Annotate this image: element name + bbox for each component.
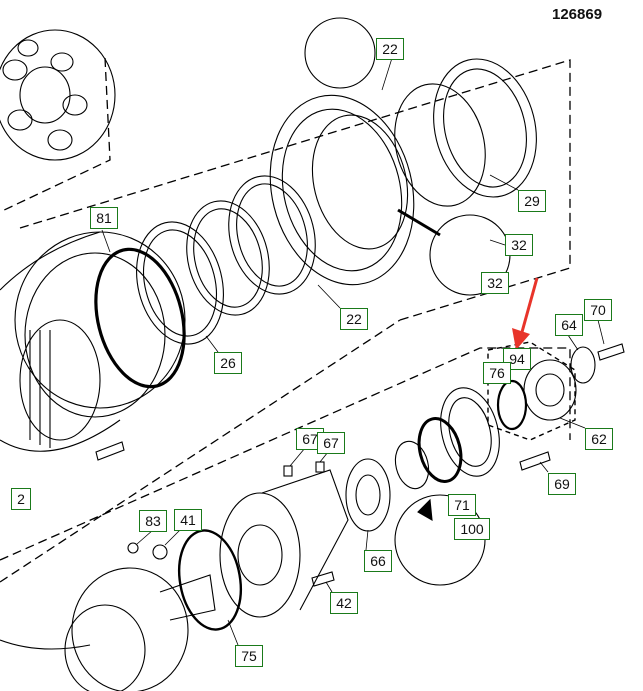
ring-29 [394,58,537,207]
snap-ring-26 [136,221,224,345]
callout-22-top[interactable]: 22 [376,38,404,60]
bolt-detail-inset [304,17,376,89]
callout-32-upper[interactable]: 32 [505,234,533,256]
bearing-group-94 [487,341,576,441]
bolt-42 [311,571,335,587]
o-ring-75 [178,529,242,631]
callout-2[interactable]: 2 [11,488,31,510]
o-ring-large [417,417,463,483]
hub-22 [269,94,415,286]
plug-41 [152,544,168,560]
callout-22-mid[interactable]: 22 [340,308,368,330]
callout-41[interactable]: 41 [174,509,202,531]
callout-29[interactable]: 29 [518,190,546,212]
upper-dashed-frame [0,57,571,583]
callout-71[interactable]: 71 [448,494,476,516]
o-ring-76 [496,379,528,431]
plug-67a [283,465,293,477]
callout-64[interactable]: 64 [555,314,583,336]
washer-64 [570,346,596,384]
output-shaft [0,567,216,691]
callout-69[interactable]: 69 [548,473,576,495]
callout-66[interactable]: 66 [364,550,392,572]
bearing-66 [345,458,391,532]
callout-83[interactable]: 83 [139,510,167,532]
o-ring-81 [94,247,186,389]
bolt-left [95,441,125,461]
lower-dashed-frame [0,347,571,561]
callout-26[interactable]: 26 [214,352,242,374]
tool-detail-inset [394,494,486,586]
document-number: 126869 [552,6,603,23]
callout-75[interactable]: 75 [235,645,263,667]
callout-100[interactable]: 100 [454,518,490,540]
callout-62[interactable]: 62 [585,428,613,450]
snap-ring-71 [394,440,430,490]
callout-70[interactable]: 70 [584,299,612,321]
callout-81[interactable]: 81 [90,207,118,229]
bolt-69 [519,451,551,471]
callout-67-right[interactable]: 67 [317,432,345,454]
cover-plate [440,387,500,477]
callout-32-lower[interactable]: 32 [481,272,509,294]
seal-rings [186,175,316,316]
plug-67b [315,461,325,473]
callout-76[interactable]: 76 [483,362,511,384]
plug-83 [127,542,139,554]
highlight-arrow [512,277,539,350]
planet-carrier-detail [0,29,116,161]
flange-62 [523,359,577,421]
callout-42[interactable]: 42 [330,592,358,614]
bolt-70 [597,343,625,361]
planet-housing [219,469,349,618]
